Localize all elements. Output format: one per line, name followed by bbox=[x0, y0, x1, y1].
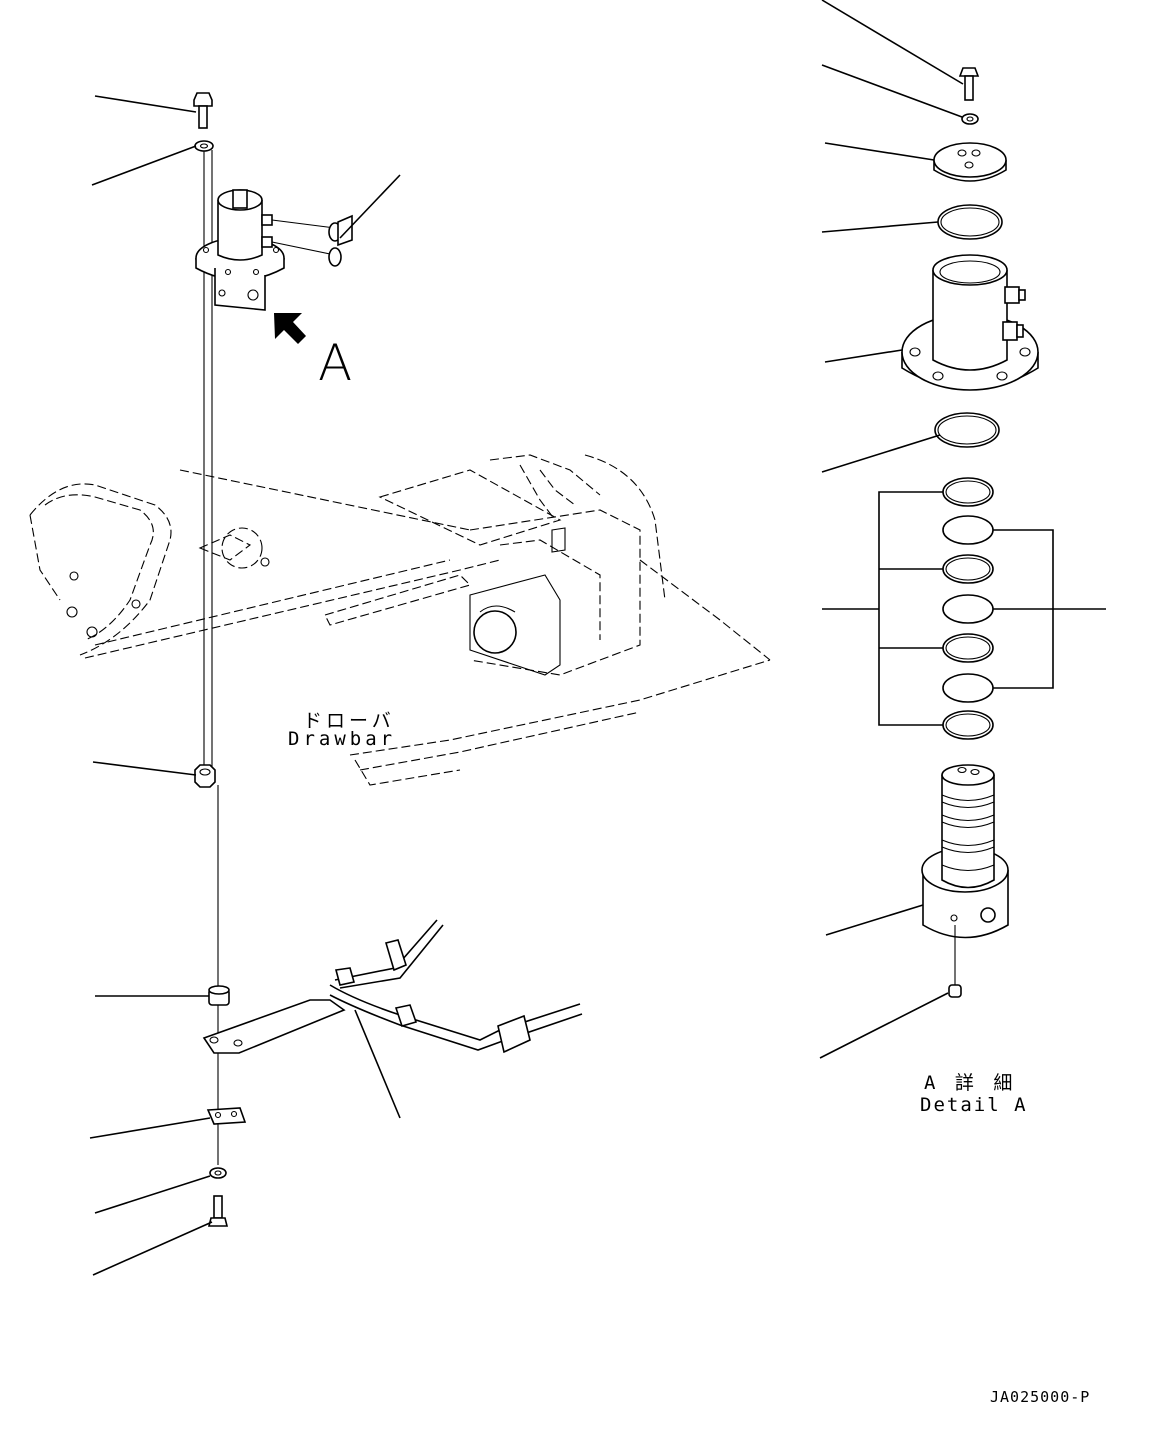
hose-assembly bbox=[329, 919, 583, 1119]
swivel-joint-assembly bbox=[195, 189, 285, 311]
view-a-label: A bbox=[318, 334, 353, 392]
detail-seal-stack bbox=[942, 477, 994, 740]
detail-a-label-en: Detail A bbox=[920, 1094, 1028, 1116]
seal-group-brackets bbox=[822, 491, 1106, 726]
view-arrow-a bbox=[274, 313, 306, 344]
nut-left bbox=[194, 764, 216, 788]
bolt-top-left bbox=[193, 92, 213, 129]
detail-a-label-jp: A 詳 細 bbox=[924, 1072, 1017, 1094]
caps-callout bbox=[271, 174, 401, 267]
spacer-left bbox=[208, 985, 230, 1006]
washer-top-left bbox=[194, 140, 214, 152]
machine-frame-outline bbox=[29, 454, 771, 786]
drawbar-label-en: Drawbar bbox=[288, 728, 397, 750]
detail-o-ring-2 bbox=[934, 412, 1000, 448]
washer-bottom-left bbox=[209, 1167, 227, 1179]
drawing-code: JA025000-P bbox=[990, 1388, 1091, 1406]
detail-cover-plate bbox=[933, 142, 1007, 182]
drawbar-label-jp: ドローバ bbox=[303, 710, 395, 732]
detail-o-ring-1 bbox=[937, 204, 1003, 240]
detail-housing bbox=[901, 254, 1039, 391]
right-leader-lines bbox=[819, 0, 964, 1059]
clamp-plate bbox=[206, 1107, 247, 1125]
drawbar-hitch bbox=[469, 527, 566, 676]
detail-plug bbox=[948, 925, 962, 998]
detail-washer bbox=[961, 113, 979, 125]
detail-spool-body bbox=[921, 764, 1009, 939]
detail-bolt bbox=[958, 67, 980, 101]
left-leader-lines bbox=[89, 95, 213, 1276]
hose-bracket bbox=[202, 999, 346, 1054]
